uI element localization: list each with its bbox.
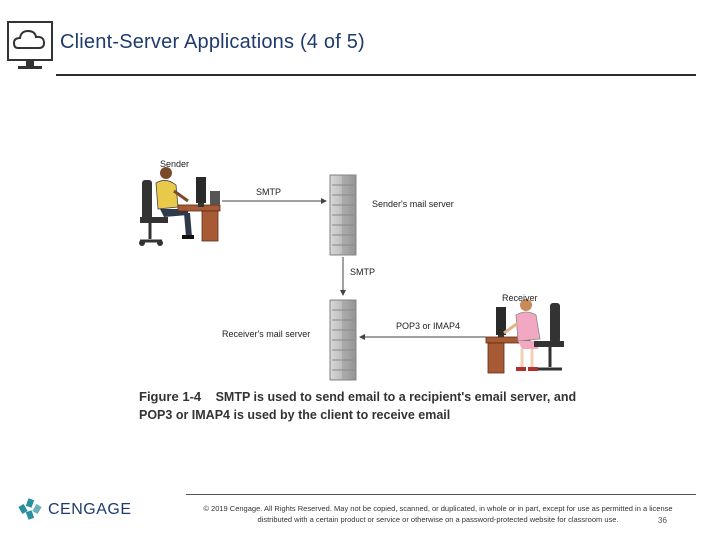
pop-imap-label: POP3 or IMAP4 bbox=[396, 321, 460, 331]
figure-number: Figure 1-4 bbox=[139, 389, 202, 404]
sender-figure bbox=[139, 167, 221, 246]
cengage-wordmark: CENGAGE bbox=[48, 501, 132, 518]
title-divider bbox=[56, 74, 696, 76]
copyright-line-2: distributed with a certain product or se… bbox=[257, 515, 619, 524]
senders-mail-server bbox=[329, 174, 357, 256]
smtp-diagram: Sender SMTP Sender's mail server SMTP Re… bbox=[139, 159, 564, 381]
receiver-figure bbox=[485, 299, 564, 374]
figure-caption: Figure 1-4 SMTP is used to send email to… bbox=[139, 388, 579, 422]
smtp-middle-label: SMTP bbox=[350, 267, 375, 277]
cengage-mark-icon bbox=[18, 498, 42, 520]
cloud-monitor-icon bbox=[7, 21, 53, 69]
receiver-label: Receiver bbox=[502, 293, 538, 303]
copyright-line-1: © 2019 Cengage. All Rights Reserved. May… bbox=[203, 504, 673, 513]
cengage-logo: CENGAGE bbox=[16, 495, 166, 525]
senders-server-label: Sender's mail server bbox=[372, 199, 454, 209]
caption-line-2: POP3 or IMAP4 is used by the client to r… bbox=[139, 408, 451, 422]
footer-divider bbox=[186, 494, 696, 495]
receivers-server-label: Receiver's mail server bbox=[222, 329, 310, 339]
slide-title: Client-Server Applications (4 of 5) bbox=[60, 31, 365, 53]
smtp-top-label: SMTP bbox=[256, 187, 281, 197]
caption-line-1: SMTP is used to send email to a recipien… bbox=[215, 390, 577, 404]
copyright-notice: © 2019 Cengage. All Rights Reserved. May… bbox=[186, 503, 690, 525]
page-number: 36 bbox=[658, 516, 667, 525]
receivers-mail-server bbox=[329, 299, 357, 381]
sender-label: Sender bbox=[160, 159, 189, 169]
